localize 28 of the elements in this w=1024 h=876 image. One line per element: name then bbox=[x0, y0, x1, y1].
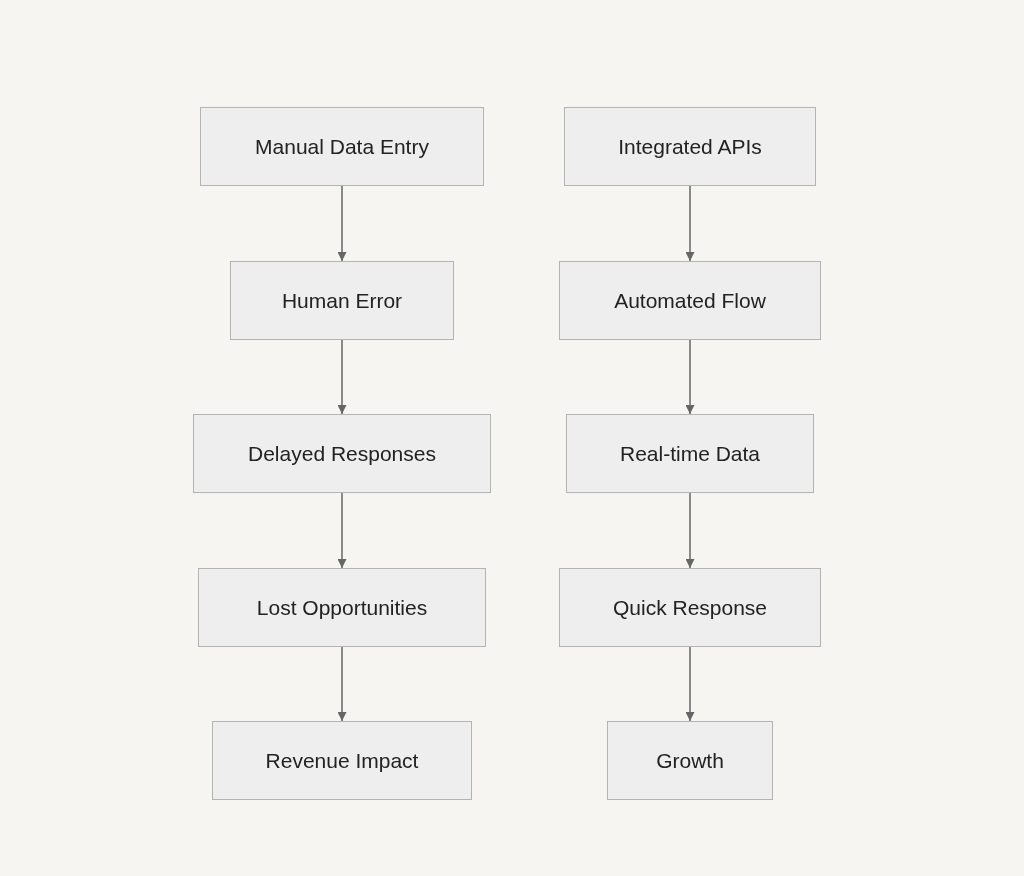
arrow bbox=[337, 339, 347, 415]
box-label: Real-time Data bbox=[619, 441, 761, 466]
box-label: Growth bbox=[656, 748, 724, 773]
arrow bbox=[337, 185, 347, 262]
arrow bbox=[685, 339, 695, 415]
process-box bbox=[559, 568, 821, 647]
box-label: Human Error bbox=[281, 288, 403, 313]
arrow bbox=[337, 646, 347, 722]
arrow bbox=[337, 492, 347, 569]
arrow bbox=[685, 492, 695, 569]
box-label: Manual Data Entry bbox=[255, 134, 429, 159]
arrow bbox=[685, 185, 695, 262]
box-label: Revenue Impact bbox=[265, 748, 419, 773]
process-box bbox=[566, 414, 814, 493]
box-label: Delayed Responses bbox=[248, 441, 436, 466]
arrow bbox=[685, 646, 695, 722]
box-label: Quick Response bbox=[612, 595, 768, 620]
box-label: Lost Opportunities bbox=[256, 595, 428, 620]
process-box bbox=[198, 568, 486, 647]
box-label: Integrated APIs bbox=[618, 134, 762, 159]
process-box bbox=[230, 261, 454, 340]
process-box bbox=[193, 414, 491, 493]
process-box bbox=[559, 261, 821, 340]
box-label: Automated Flow bbox=[614, 288, 766, 313]
process-box bbox=[564, 107, 816, 186]
process-box bbox=[212, 721, 472, 800]
process-box bbox=[200, 107, 484, 186]
process-box bbox=[607, 721, 773, 800]
